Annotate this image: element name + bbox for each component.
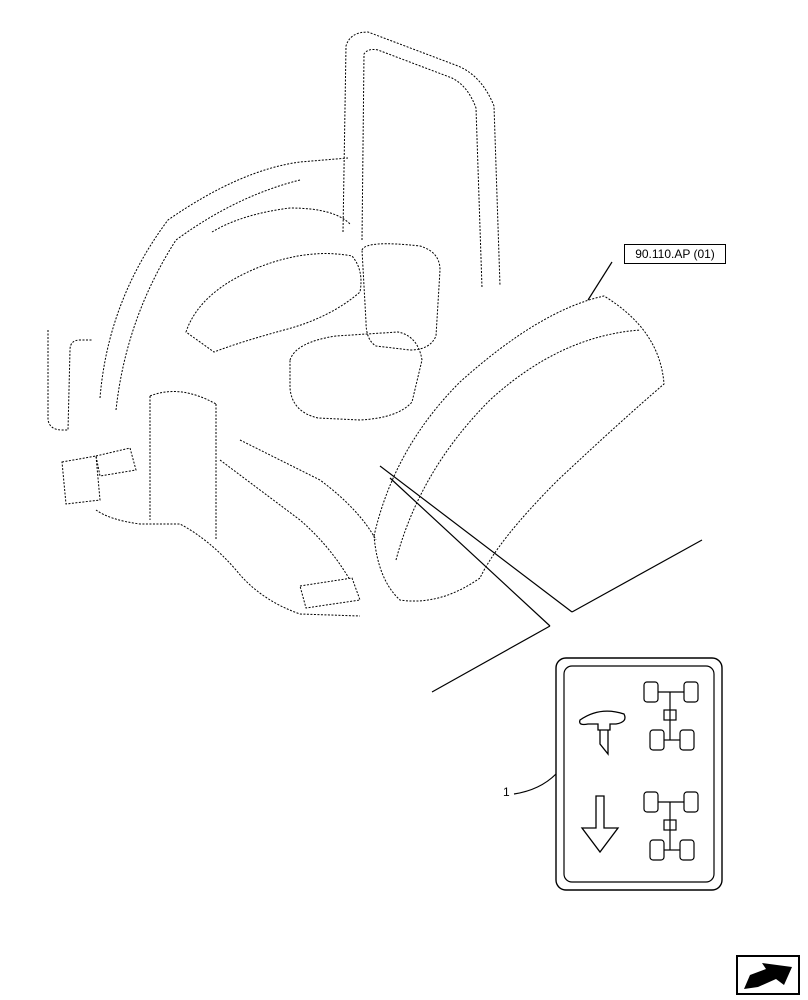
tractor-drawing xyxy=(47,31,665,617)
four-wheel-drive-decal xyxy=(555,657,723,891)
reference-label[interactable]: 90.110.AP (01) xyxy=(624,244,726,264)
callout-number: 1 xyxy=(503,785,510,799)
down-arrow-icon xyxy=(580,795,620,854)
leader-lines xyxy=(379,261,703,795)
previous-page-arrow-icon[interactable] xyxy=(736,955,800,995)
tractor-chassis-icon xyxy=(643,681,699,751)
lever-knob-icon xyxy=(579,710,626,756)
tractor-chassis-icon-2 xyxy=(643,791,699,861)
